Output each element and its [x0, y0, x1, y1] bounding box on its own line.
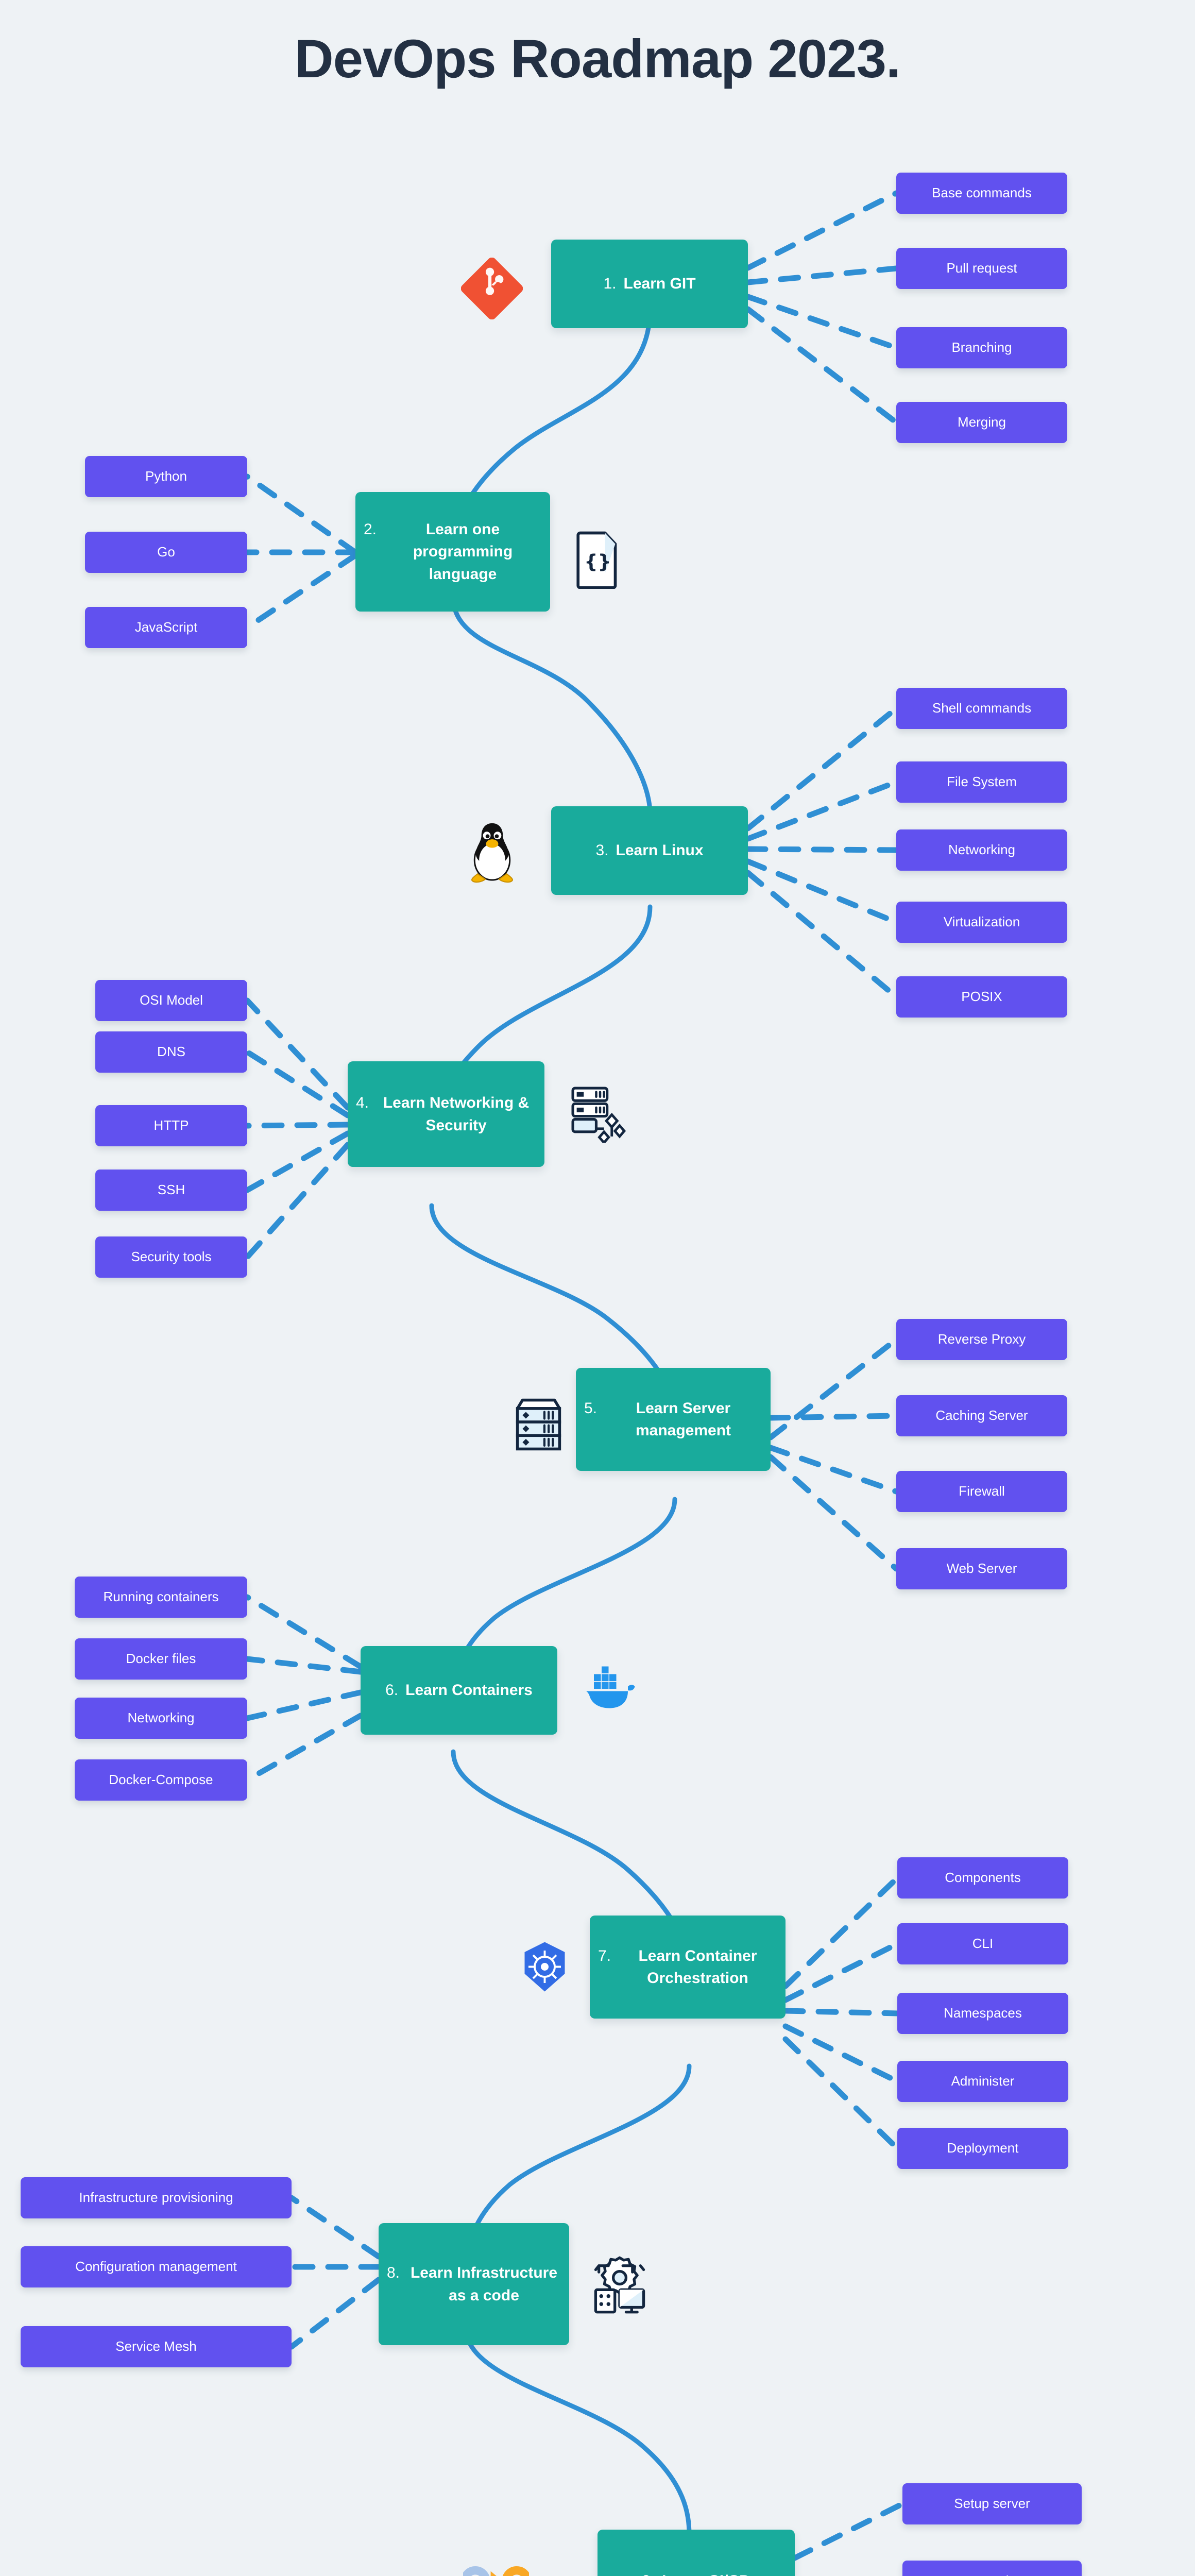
sub-node[interactable]: Virtualization: [896, 902, 1067, 943]
sub-node[interactable]: Python: [85, 456, 247, 497]
main-node-step-5[interactable]: 5. Learn Server management: [576, 1368, 771, 1471]
main-node-step-3[interactable]: 3. Learn Linux: [551, 806, 748, 895]
sub-node[interactable]: Integration: [902, 2561, 1082, 2576]
step-number: 2.: [364, 520, 377, 538]
sub-node[interactable]: OSI Model: [95, 980, 247, 1021]
sub-node[interactable]: HTTP: [95, 1105, 247, 1146]
sub-node[interactable]: Setup server: [902, 2483, 1082, 2524]
step-number: 7.: [598, 1947, 611, 1964]
sub-node[interactable]: Configuration management: [21, 2246, 292, 2287]
sub-node[interactable]: Web Server: [896, 1548, 1067, 1589]
step-number: 9.: [642, 2570, 655, 2576]
sub-node[interactable]: JavaScript: [85, 607, 247, 648]
page-title: DevOps Roadmap 2023.: [294, 29, 901, 89]
main-node-step-8[interactable]: 8. Learn Infrastructure as a code: [379, 2223, 569, 2345]
cicd-infinity-icon: [461, 2553, 531, 2576]
step-number: 8.: [387, 2264, 400, 2281]
step-number: 1.: [603, 275, 617, 293]
sub-node[interactable]: Go: [85, 532, 247, 573]
sub-node[interactable]: Firewall: [896, 1471, 1067, 1512]
code-file-icon: {}: [572, 526, 623, 592]
step-label: Learn one programming language: [413, 520, 513, 583]
step-label: Learn Container Orchestration: [638, 1947, 757, 1987]
network-server-icon: [564, 1079, 631, 1146]
sub-node[interactable]: Networking: [896, 829, 1067, 871]
main-node-step-6[interactable]: 6. Learn Containers: [361, 1646, 557, 1735]
sub-node[interactable]: Docker-Compose: [75, 1759, 247, 1801]
sub-node[interactable]: File System: [896, 761, 1067, 803]
sub-node[interactable]: Administer: [897, 2061, 1068, 2102]
sub-node[interactable]: Namespaces: [897, 1993, 1068, 2034]
step-label: Learn Networking & Security: [383, 1094, 530, 1134]
sub-node[interactable]: DNS: [95, 1031, 247, 1073]
linux-penguin-icon: [461, 814, 523, 886]
kubernetes-icon: [515, 1937, 574, 1996]
svg-text:{}: {}: [584, 550, 611, 572]
step-label: Learn Linux: [616, 842, 704, 859]
sub-node[interactable]: Service Mesh: [21, 2326, 292, 2367]
main-node-step-9[interactable]: 9. Learn CI/CD: [598, 2530, 795, 2576]
git-icon: [458, 255, 525, 322]
sub-node[interactable]: POSIX: [896, 976, 1067, 1018]
sub-node[interactable]: Networking: [75, 1698, 247, 1739]
step-label: Learn Infrastructure as a code: [410, 2264, 558, 2304]
server-rack-icon: [510, 1394, 567, 1455]
main-node-step-4[interactable]: 4. Learn Networking & Security: [348, 1061, 544, 1167]
sub-node[interactable]: Security tools: [95, 1236, 247, 1278]
sub-node[interactable]: Deployment: [897, 2128, 1068, 2169]
sub-node[interactable]: Infrastructure provisioning: [21, 2177, 292, 2218]
sub-node[interactable]: SSH: [95, 1170, 247, 1211]
main-node-step-2[interactable]: 2. Learn one programming language: [355, 492, 550, 612]
sub-node[interactable]: Components: [897, 1857, 1068, 1899]
sub-node[interactable]: Shell commands: [896, 688, 1067, 729]
step-number: 3.: [595, 842, 609, 859]
step-label: Learn Containers: [405, 1682, 533, 1699]
docker-whale-icon: [577, 1656, 639, 1718]
sub-node[interactable]: Branching: [896, 327, 1067, 368]
automation-gear-icon: [587, 2251, 652, 2318]
sub-node[interactable]: Running containers: [75, 1577, 247, 1618]
sub-node[interactable]: Reverse Proxy: [896, 1319, 1067, 1360]
sub-node[interactable]: Base commands: [896, 173, 1067, 214]
sub-node[interactable]: Caching Server: [896, 1395, 1067, 1436]
sub-node[interactable]: CLI: [897, 1923, 1068, 1964]
step-number: 5.: [584, 1399, 598, 1417]
step-number: 6.: [385, 1682, 399, 1699]
sub-node[interactable]: Merging: [896, 402, 1067, 443]
main-node-step-7[interactable]: 7. Learn Container Orchestration: [590, 1916, 786, 2019]
main-node-step-1[interactable]: 1. Learn GIT: [551, 240, 748, 328]
step-label: Learn CI/CD: [662, 2570, 750, 2576]
step-label: Learn Server management: [635, 1399, 731, 1439]
sub-node[interactable]: Pull request: [896, 248, 1067, 289]
step-number: 4.: [356, 1094, 369, 1111]
sub-node[interactable]: Docker files: [75, 1638, 247, 1680]
step-label: Learn GIT: [623, 275, 696, 293]
